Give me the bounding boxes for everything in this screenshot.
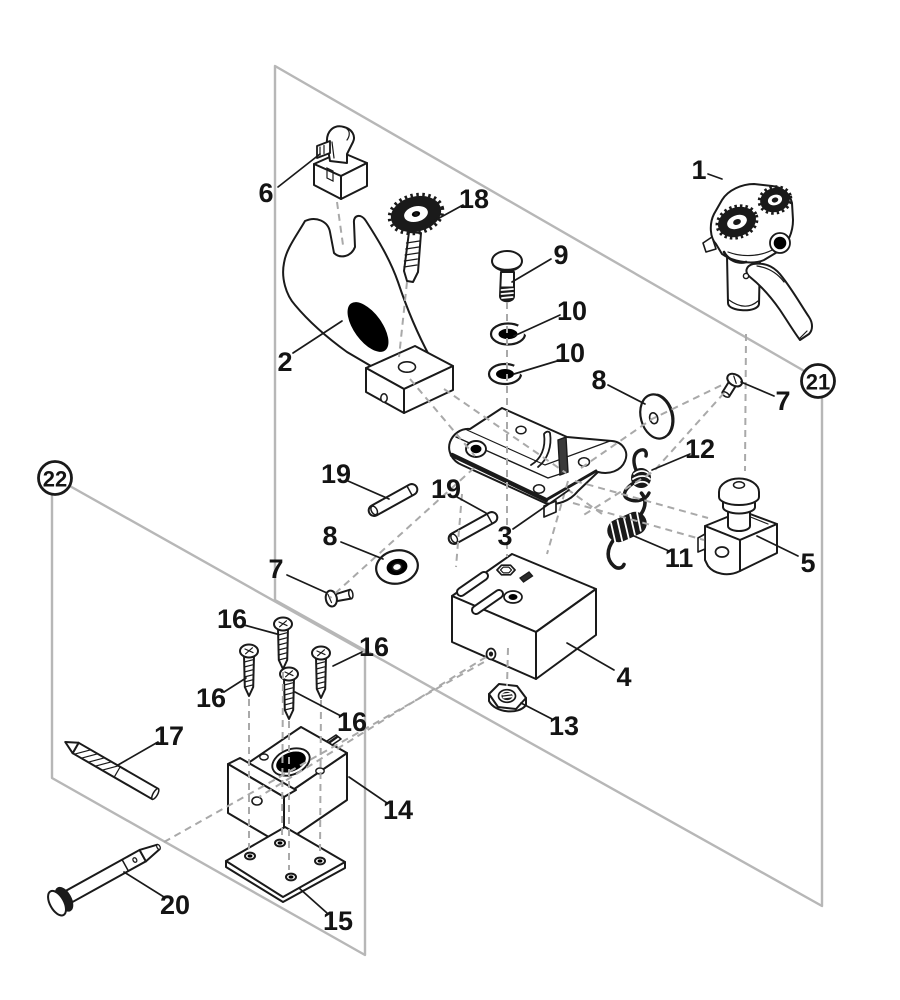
part-label-16-bottom-left: 16 bbox=[196, 683, 226, 713]
part-label-6: 6 bbox=[258, 178, 273, 208]
panel-label-21: 21 bbox=[806, 370, 830, 395]
part-label-10-upper: 10 bbox=[557, 296, 587, 326]
part-label-10-lower: 10 bbox=[555, 338, 585, 368]
part-16-screw-a bbox=[239, 643, 259, 697]
part-16-screw-d bbox=[311, 645, 331, 699]
part-label-16-top-left: 16 bbox=[217, 604, 247, 634]
part-18-drawing bbox=[387, 192, 445, 283]
panel-22-outline bbox=[50, 483, 367, 957]
part-label-16-right: 16 bbox=[359, 632, 389, 662]
part-15-drawing bbox=[225, 826, 346, 903]
part-13-drawing bbox=[488, 683, 527, 713]
part-20-drawing bbox=[47, 843, 161, 917]
part-3-drawing bbox=[448, 407, 628, 518]
part-10-upper-drawing bbox=[489, 322, 530, 346]
part-label-19-left: 19 bbox=[321, 459, 351, 489]
panel-label-22: 22 bbox=[43, 467, 67, 492]
panel-21-outline bbox=[273, 64, 824, 908]
part-label-1: 1 bbox=[691, 155, 706, 185]
part-7-left-drawing bbox=[324, 588, 354, 608]
assembly-guide-lines bbox=[163, 201, 747, 870]
part-label-3: 3 bbox=[497, 521, 512, 551]
part-5-drawing bbox=[697, 477, 778, 576]
part-label-11: 11 bbox=[665, 543, 694, 573]
part-label-12: 12 bbox=[685, 434, 715, 464]
part-11-drawing bbox=[606, 491, 647, 570]
part-1-drawing bbox=[702, 183, 813, 341]
part-label-8-left: 8 bbox=[322, 521, 337, 551]
part-label-7-right: 7 bbox=[775, 386, 790, 416]
part-19-right-drawing bbox=[445, 509, 501, 547]
part-label-9: 9 bbox=[553, 240, 568, 270]
part-4-drawing bbox=[451, 553, 597, 680]
part-label-16-bottom-right: 16 bbox=[337, 707, 367, 737]
circled-label-21: 21 bbox=[800, 363, 836, 399]
part-label-7-left: 7 bbox=[268, 554, 283, 584]
part-label-17: 17 bbox=[154, 721, 184, 751]
part-label-20: 20 bbox=[160, 890, 190, 920]
part-label-2: 2 bbox=[277, 347, 292, 377]
part-19-left-drawing bbox=[365, 481, 421, 519]
part-label-5: 5 bbox=[800, 548, 815, 578]
part-label-14: 14 bbox=[383, 795, 413, 825]
part-8-right-drawing bbox=[639, 393, 675, 440]
circled-label-22: 22 bbox=[37, 460, 73, 496]
part-label-13: 13 bbox=[549, 711, 579, 741]
part-label-8-right: 8 bbox=[591, 365, 606, 395]
label-leader-lines bbox=[117, 153, 799, 914]
part-label-19-right: 19 bbox=[431, 474, 461, 504]
part-8-left-drawing bbox=[375, 549, 419, 585]
part-number-labels: 6 2 18 9 10 10 1 8 7 12 11 5 3 19 19 8 7… bbox=[154, 155, 816, 936]
part-2-drawing bbox=[282, 215, 454, 414]
part-9-drawing bbox=[491, 250, 523, 303]
part-label-18: 18 bbox=[459, 184, 489, 214]
part-label-4: 4 bbox=[616, 662, 631, 692]
part-17-drawing bbox=[64, 741, 160, 801]
part-label-15: 15 bbox=[323, 906, 353, 936]
part-6-drawing bbox=[313, 125, 368, 200]
part-16-screw-b bbox=[273, 616, 293, 670]
